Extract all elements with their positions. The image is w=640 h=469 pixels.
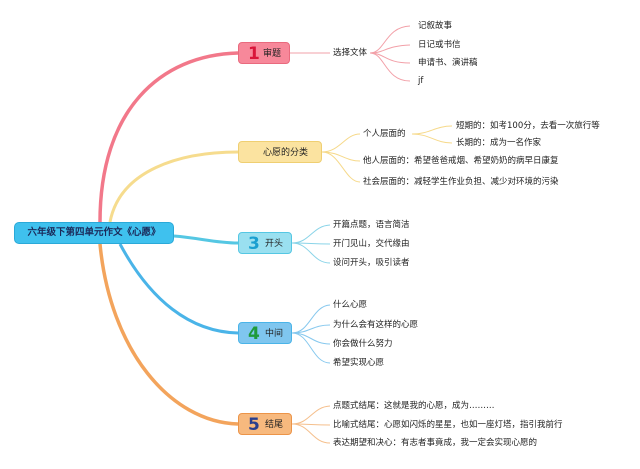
leaf-topic[interactable]: 开篇点题，语言简洁: [333, 220, 410, 230]
leaf-topic[interactable]: 为什么会有这样的心愿: [333, 320, 419, 330]
leaf-topic[interactable]: 设问开头，吸引读者: [333, 258, 410, 268]
leaf-topic[interactable]: 短期的：如考100分，去看一次旅行等: [456, 121, 600, 131]
branch-connector-1: [98, 51, 239, 223]
branch-label: 审题: [263, 49, 282, 59]
branch-label: 心愿的分类: [263, 148, 309, 158]
leaf-topic[interactable]: jf: [418, 76, 424, 86]
leaf-topic[interactable]: 你会做什么努力: [333, 339, 393, 349]
root-topic[interactable]: 六年级下第四单元作文《心愿》: [14, 222, 174, 244]
leaf-topic[interactable]: 点题式结尾：这就是我的心愿，成为………: [333, 401, 495, 411]
number-1-icon: 1: [248, 44, 260, 64]
leaf-topic[interactable]: 比喻式结尾：心愿如闪烁的星星，也如一座灯塔，指引我前行: [333, 420, 563, 430]
branch-node-shenti[interactable]: 1 审题: [238, 42, 290, 64]
number-3-icon: 3: [248, 234, 260, 254]
number-5-icon: 5: [248, 415, 260, 435]
branch-label: 结尾: [265, 420, 284, 430]
leaf-topic[interactable]: 表达期望和决心：有志者事竟成，我一定会实现心愿的: [333, 438, 538, 448]
branch-node-kaitou[interactable]: 3 开头: [238, 232, 292, 254]
leaf-topic[interactable]: 开门见山，交代缘由: [333, 239, 410, 249]
leaf-topic[interactable]: 申请书、演讲稿: [418, 58, 478, 68]
leaf-topic[interactable]: 什么心愿: [333, 300, 368, 310]
leaf-topic[interactable]: 记叙故事: [418, 21, 453, 31]
sub-topic-taren[interactable]: 他人层面的：希望爸爸戒烟、希望奶奶的病早日康复: [363, 156, 559, 166]
sub-topic-geren[interactable]: 个人层面的: [363, 129, 406, 139]
sub-topic-wenti[interactable]: 选择文体: [333, 48, 368, 58]
branch-connector-4: [118, 243, 239, 335]
branch-node-fenlei[interactable]: 心愿的分类: [238, 141, 322, 163]
leaf-topic[interactable]: 希望实现心愿: [333, 358, 385, 368]
leaf-topic[interactable]: 日记或书信: [418, 40, 461, 50]
sub-topic-shehui[interactable]: 社会层面的：减轻学生作业负担、减少对环境的污染: [363, 177, 559, 187]
branch-connector-2: [108, 150, 239, 223]
leaf-topic[interactable]: 长期的：成为一名作家: [456, 138, 542, 148]
number-4-icon: 4: [248, 324, 260, 344]
branch-label: 开头: [265, 239, 284, 249]
branch-node-jiewei[interactable]: 5 结尾: [238, 413, 292, 435]
branch-connector-3: [173, 234, 239, 245]
branch-connector-5: [98, 243, 239, 426]
branch-node-zhongjian[interactable]: 4 中间: [238, 322, 292, 344]
branch-label: 中间: [265, 329, 284, 339]
